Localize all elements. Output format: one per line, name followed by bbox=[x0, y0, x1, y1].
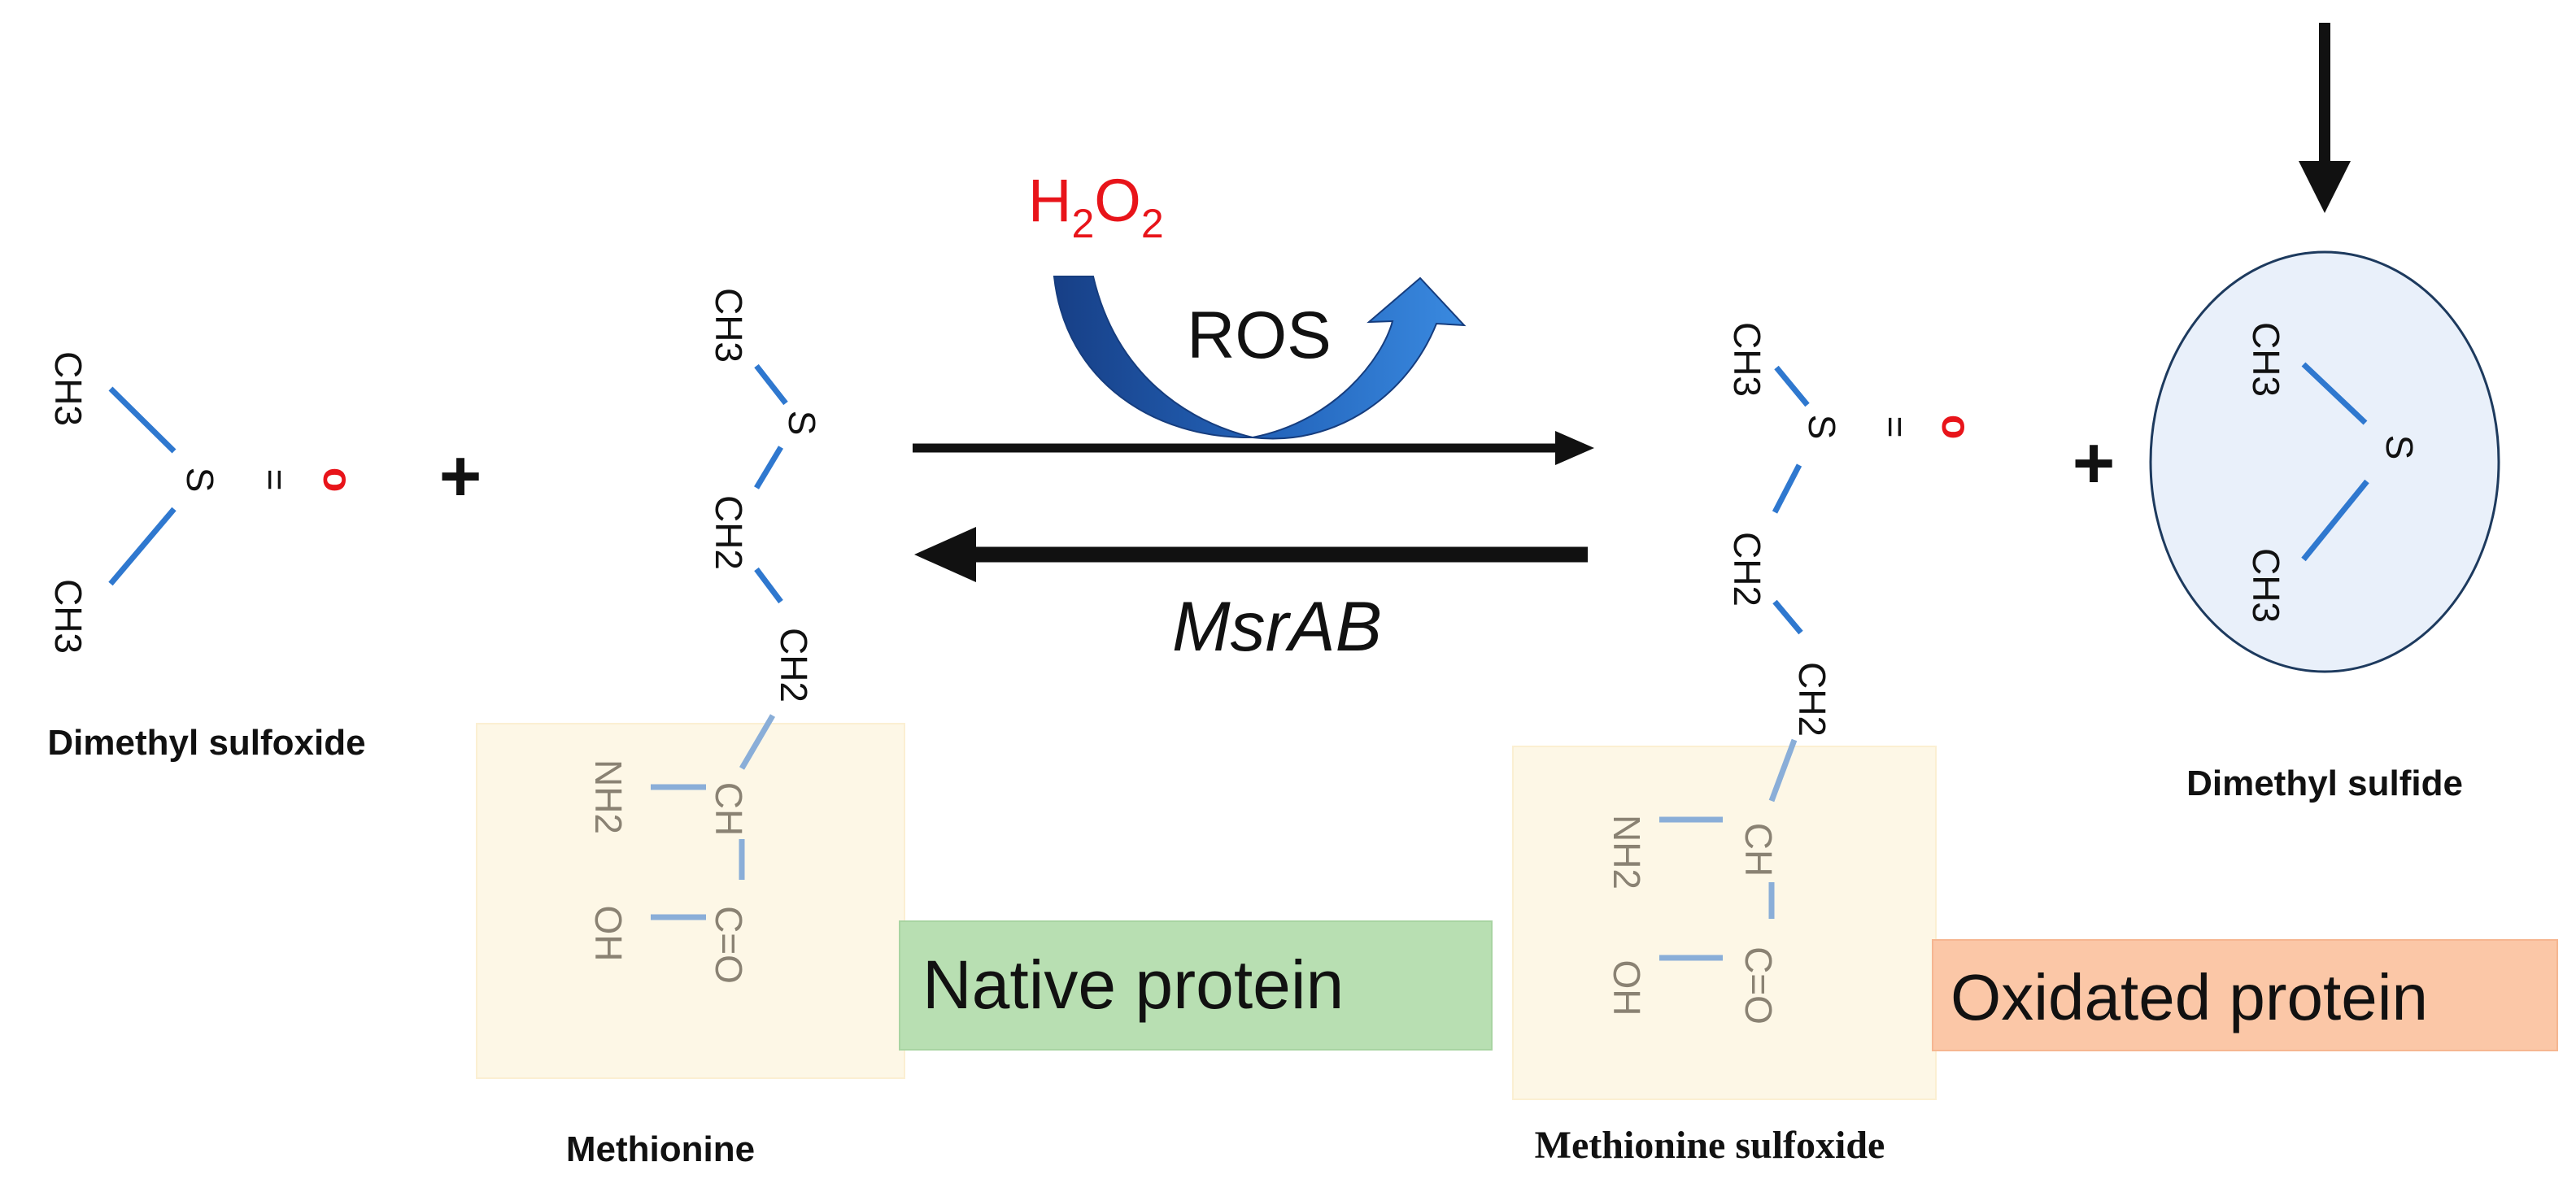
reverse-arrowhead bbox=[914, 527, 976, 582]
reaction-center: H2O2 ROS MsrAB bbox=[913, 167, 1594, 666]
caption-dimethyl-sulfoxide: Dimethyl sulfoxide bbox=[47, 723, 365, 763]
methionine-molecule: CH3 S CH2 CH2 CH NH2 C=O OH bbox=[587, 288, 823, 984]
metso-methyl: CH3 bbox=[1726, 322, 1768, 397]
dms-methyl-bottom: CH3 bbox=[2245, 548, 2287, 623]
metso-alpha-carbon: CH bbox=[1737, 823, 1780, 877]
metso-hydroxyl: OH bbox=[1606, 960, 1648, 1016]
native-protein-label: Native protein bbox=[922, 946, 1344, 1023]
metso-bond-ch2-ch bbox=[1768, 738, 1798, 803]
caption-dimethyl-sulfide: Dimethyl sulfide bbox=[2186, 764, 2463, 803]
met-bond-ch3-s bbox=[754, 363, 788, 406]
dimethyl-sulfoxide-molecule: CH3 CH3 S = o bbox=[47, 351, 360, 654]
methionine-sulfoxide-molecule: CH3 S = o CH2 CH2 CH NH2 C=O OH bbox=[1606, 322, 1979, 1025]
native-protein-box bbox=[899, 920, 1493, 1051]
metso-bond-s-ch2 bbox=[1772, 463, 1802, 514]
metso-bond-ch2-ch2 bbox=[1772, 599, 1803, 635]
metso-methylene-1: CH2 bbox=[1726, 532, 1768, 607]
met-bond-ch2-ch bbox=[739, 714, 776, 770]
curved-ros-arrow bbox=[1053, 276, 1467, 440]
met-methylene-1: CH2 bbox=[708, 495, 750, 570]
dms-bond-top bbox=[2301, 362, 2368, 425]
ros-label: ROS bbox=[1187, 298, 1332, 372]
caption-methionine-sulfoxide: Methionine sulfoxide bbox=[1535, 1124, 1885, 1167]
dms-bond-bottom bbox=[2301, 479, 2369, 562]
dimethyl-sulfide-molecule: CH3 S CH3 bbox=[2245, 322, 2421, 623]
met-alpha-carbon: CH bbox=[708, 782, 750, 836]
metso-oxygen: o bbox=[1933, 415, 1979, 440]
met-sulfur: S bbox=[781, 411, 823, 436]
oxidated-protein-label: Oxidated protein bbox=[1951, 961, 2428, 1033]
metso-sulfur: S bbox=[1801, 415, 1843, 440]
met-bond-s-ch2 bbox=[753, 446, 784, 489]
caption-methionine: Methionine bbox=[566, 1129, 755, 1169]
metso-amine: NH2 bbox=[1606, 815, 1648, 890]
metso-carbonyl: C=O bbox=[1737, 946, 1780, 1025]
metso-bond-ch3-s bbox=[1774, 365, 1810, 407]
met-methyl: CH3 bbox=[708, 288, 750, 363]
plus-sign-left: + bbox=[439, 436, 482, 517]
metso-double-bond: = bbox=[1874, 416, 1916, 438]
met-amine: NH2 bbox=[587, 759, 630, 834]
met-bond-ch2-ch2 bbox=[754, 567, 783, 604]
dmso-bond-top bbox=[108, 386, 177, 454]
dmso-sulfur: S bbox=[179, 468, 221, 493]
dmso-double-bond: = bbox=[254, 469, 296, 491]
forward-arrowhead bbox=[1555, 431, 1594, 465]
dmso-oxygen: o bbox=[315, 468, 360, 493]
dms-methyl-top: CH3 bbox=[2245, 322, 2287, 397]
met-methylene-2: CH2 bbox=[773, 628, 815, 703]
dmso-bond-bottom bbox=[108, 507, 177, 586]
msrab-label: MsrAB bbox=[1172, 588, 1382, 666]
oxidated-protein-box bbox=[1932, 939, 2558, 1051]
met-carbonyl: C=O bbox=[708, 906, 750, 984]
dimethyl-sulfide-circle bbox=[2149, 250, 2500, 673]
met-hydroxyl: OH bbox=[587, 906, 630, 962]
dmso-methyl-top: CH3 bbox=[47, 351, 89, 426]
down-arrowhead bbox=[2299, 161, 2351, 213]
plus-sign-right: + bbox=[2073, 423, 2116, 504]
reagent-h2o2: H2O2 bbox=[1028, 167, 1164, 246]
metso-methylene-2: CH2 bbox=[1791, 662, 1833, 737]
methionine-sulfoxide-backbone-box bbox=[1512, 746, 1937, 1100]
methionine-backbone-box bbox=[476, 723, 905, 1079]
dmso-methyl-bottom: CH3 bbox=[47, 579, 89, 654]
dms-sulfur: S bbox=[2378, 435, 2421, 460]
